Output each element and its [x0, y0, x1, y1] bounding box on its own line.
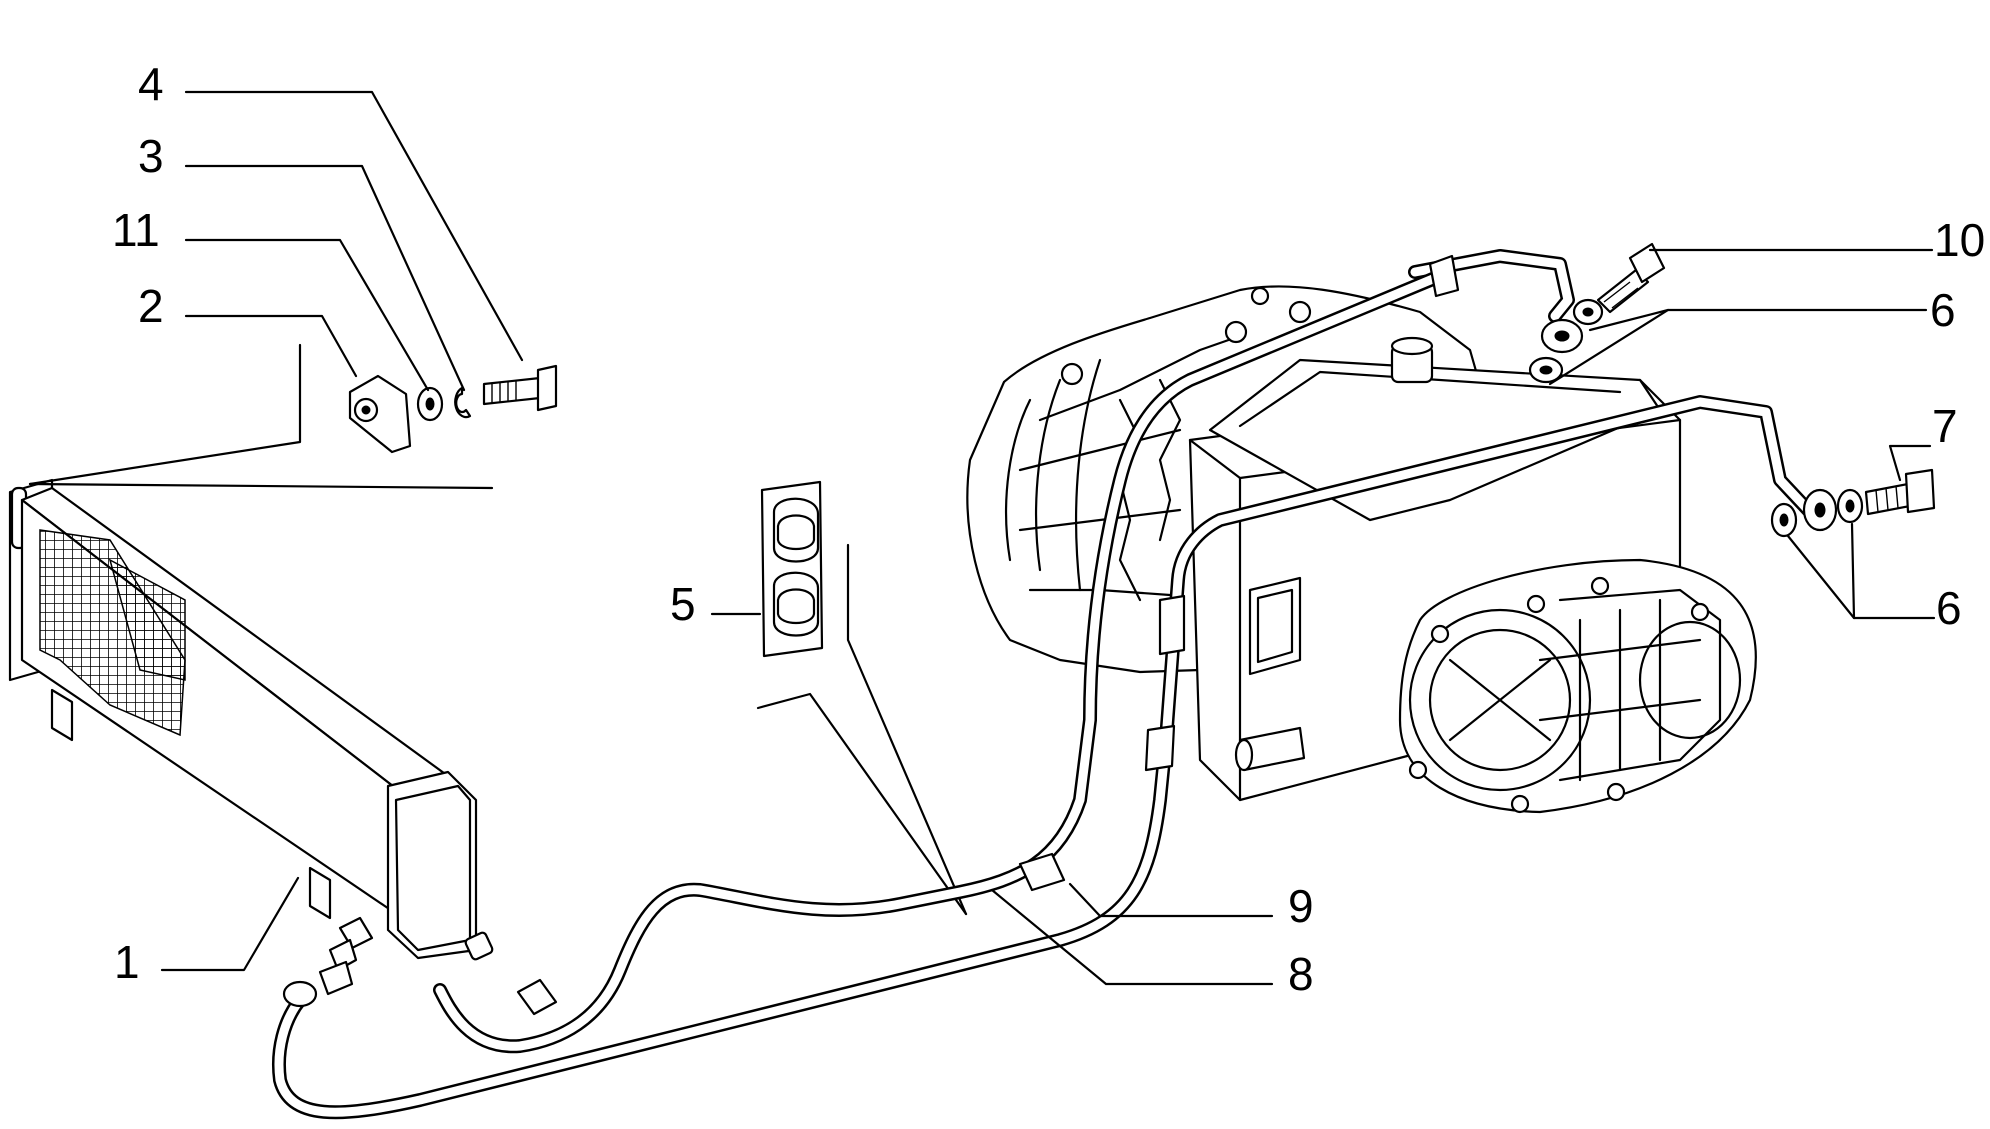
- leader-lines: [160, 90, 1936, 986]
- callout-9: 9: [1288, 880, 1314, 932]
- callout-7: 7: [1932, 400, 1958, 452]
- sealing-washer-upper-a: [1572, 298, 1604, 326]
- sealing-washer-upper-b: [1528, 356, 1564, 384]
- oil-cooler: [8, 478, 494, 996]
- oil-pipe-lower: [272, 395, 1817, 1120]
- callout-1: 1: [114, 936, 140, 988]
- oil-pipe-upper: [433, 249, 1575, 1054]
- side-cover-plate: [1398, 558, 1757, 814]
- callout-6-upper: 6: [1930, 284, 1956, 336]
- cooler-outlet-fitting: [318, 916, 494, 996]
- sealing-washer-lower-b: [1770, 502, 1798, 538]
- callout-5: 5: [670, 578, 696, 630]
- callout-4: 4: [138, 58, 164, 110]
- hollow-bolt-upper: [1596, 242, 1666, 314]
- pipe-clip: [760, 480, 824, 658]
- mounting-bolt: [482, 364, 558, 412]
- callout-2: 2: [138, 280, 164, 332]
- spring-washer: [454, 386, 472, 419]
- filler-cap: [1390, 336, 1434, 384]
- pipe-end-fitting: [282, 978, 558, 1016]
- flat-washer: [416, 386, 444, 422]
- callout-8: 8: [1288, 948, 1314, 1000]
- callout-3: 3: [138, 130, 164, 182]
- hollow-bolt-lower: [1864, 468, 1936, 516]
- callout-10: 10: [1934, 214, 1985, 266]
- banjo-fitting-lower: [1802, 488, 1838, 532]
- sealing-washer-lower-a: [1836, 488, 1864, 524]
- callout-6-lower: 6: [1936, 582, 1962, 634]
- cooler-mounting-bracket: [348, 374, 412, 454]
- callout-11: 11: [112, 204, 160, 256]
- banjo-fitting-upper: [1540, 318, 1584, 354]
